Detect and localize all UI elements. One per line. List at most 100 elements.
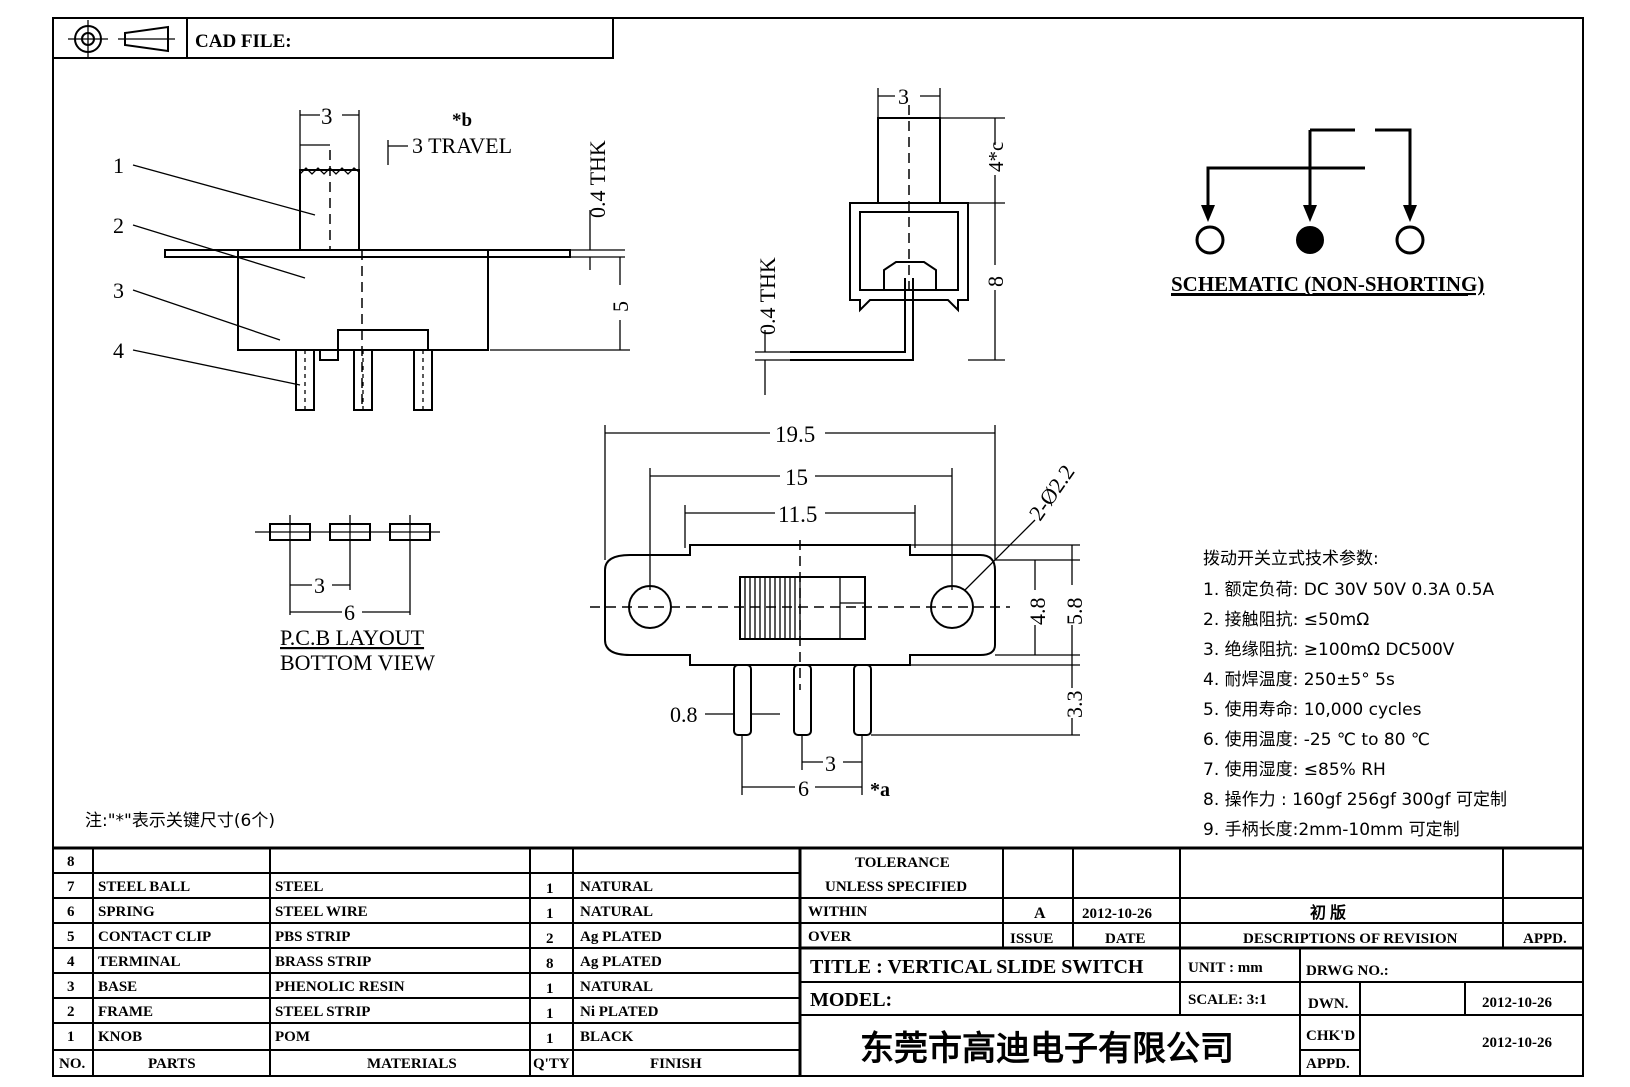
over-label: OVER <box>808 929 852 945</box>
col-issue: ISSUE <box>1010 931 1053 947</box>
end-view: 3 4*c 8 0.4 THK <box>755 84 1008 395</box>
bom-cell: STEEL <box>275 879 323 895</box>
bom-header: Q'TY <box>533 1056 570 1072</box>
checked-date: 2012-10-26 <box>1482 1035 1552 1051</box>
callout-1: 1 <box>113 153 124 178</box>
bom-cell: NATURAL <box>580 879 653 895</box>
bom-cell: 7 <box>67 879 75 895</box>
side-thk: 0.4 THK <box>585 140 610 218</box>
bom-cell: 2 <box>67 1004 75 1020</box>
knob-hatch <box>744 577 801 639</box>
bom-cell: 8 <box>546 956 554 972</box>
spec-item: 5. 使用寿命: 10,000 cycles <box>1203 699 1422 720</box>
front-dim-pin-w: 0.8 <box>670 702 698 727</box>
pcb-label: P.C.B LAYOUT <box>280 625 425 650</box>
tolerance-label: TOLERANCE <box>855 855 950 871</box>
bom-cell: 5 <box>67 929 75 945</box>
bom-cell: Ni PLATED <box>580 1004 659 1020</box>
unless-specified-label: UNLESS SPECIFIED <box>825 879 967 895</box>
bom-cell: 8 <box>67 854 75 870</box>
bom-cell: BRASS STRIP <box>275 954 371 970</box>
spec-item: 3. 绝缘阻抗: ≥100mΩ DC500V <box>1203 640 1455 660</box>
bom-cell: PHENOLIC RESIN <box>275 979 405 995</box>
front-dim-overall: 19.5 <box>775 422 815 447</box>
checked-label: CHK'D <box>1306 1028 1355 1044</box>
bom-cell: Ag PLATED <box>580 929 662 945</box>
bom-cell: 1 <box>546 906 554 922</box>
schematic-label: SCHEMATIC (NON-SHORTING) <box>1171 272 1484 296</box>
drawing-number-label: DRWG NO.: <box>1306 963 1389 979</box>
bom-cell: BLACK <box>580 1029 634 1045</box>
sheet-border <box>52 17 1584 1077</box>
pcb-dim-span: 6 <box>344 600 355 625</box>
rev-date: 2012-10-26 <box>1082 906 1152 922</box>
spec-list: 拨动开关立式技术参数: 1. 额定负荷: DC 30V 50V 0.3A 0.5… <box>1203 549 1507 840</box>
scale-label: SCALE: 3:1 <box>1188 992 1267 1008</box>
front-dim-hole-dia: 2-Ø2.2 <box>1024 460 1080 525</box>
terminal-common-icon <box>1296 226 1324 254</box>
front-dim-pin-len: 3.3 <box>1062 691 1087 719</box>
title-block: TOLERANCE UNLESS SPECIFIED WITHIN OVER A… <box>800 848 1583 1076</box>
side-dim-b: *b <box>452 110 472 131</box>
front-key-a: *a <box>870 779 890 801</box>
front-dim-pitch: 3 <box>825 751 836 776</box>
col-description: DESCRIPTIONS OF REVISION <box>1243 931 1458 947</box>
bom-cell: TERMINAL <box>98 954 181 970</box>
bom-cell: BASE <box>98 979 137 995</box>
bom-cell: 4 <box>67 954 75 970</box>
bom-cell: POM <box>275 1029 310 1045</box>
bom-cell: NATURAL <box>580 904 653 920</box>
bom-cell: FRAME <box>98 1004 153 1020</box>
projection-symbol-icon <box>68 20 175 58</box>
bom-cell: STEEL BALL <box>98 879 190 895</box>
front-dim-span: 6 <box>798 776 809 801</box>
bom-cell: 6 <box>67 904 75 920</box>
dwn-label: DWN. <box>1308 996 1349 1012</box>
callout-2: 2 <box>113 213 124 238</box>
unit-label: UNIT : mm <box>1188 960 1263 976</box>
bom-cell: KNOB <box>98 1029 142 1045</box>
front-dim-h2: 5.8 <box>1062 598 1087 626</box>
spec-item: 8. 操作力 : 160gf 256gf 300gf 可定制 <box>1203 790 1507 810</box>
cad-file-label: CAD FILE: <box>195 31 292 52</box>
bom-cell: 3 <box>67 979 75 995</box>
bom-cell: STEEL STRIP <box>275 1004 370 1020</box>
terminal-open-icon <box>1395 225 1425 255</box>
end-thk: 0.4 THK <box>755 257 780 335</box>
bom-cell: CONTACT CLIP <box>98 929 211 945</box>
within-label: WITHIN <box>808 904 867 920</box>
side-dim-height: 5 <box>608 301 633 312</box>
end-dim-c: 4*c <box>984 142 1008 172</box>
pcb-layout: 3 6 P.C.B LAYOUT BOTTOM VIEW <box>255 515 440 675</box>
bom-cell: NATURAL <box>580 979 653 995</box>
front-dim-h1: 4.8 <box>1025 598 1050 626</box>
spec-title: 拨动开关立式技术参数: <box>1203 549 1379 569</box>
col-date: DATE <box>1105 931 1146 947</box>
bom-cell: STEEL WIRE <box>275 904 368 920</box>
model-label: MODEL: <box>810 989 892 1011</box>
col-appd: APPD. <box>1523 931 1567 947</box>
bom-cell: 1 <box>546 1006 554 1022</box>
key-dimension-note: 注:"*"表示关键尺寸(6个) <box>85 811 275 831</box>
bottom-view-label: BOTTOM VIEW <box>280 650 435 675</box>
front-dim-inner: 11.5 <box>778 502 817 527</box>
company-name: 东莞市高迪电子有限公司 <box>860 1029 1234 1069</box>
bom-cell: 1 <box>546 1031 554 1047</box>
bom-cell: Ag PLATED <box>580 954 662 970</box>
callout-3: 3 <box>113 278 124 303</box>
side-view: 3 *b 3 TRAVEL 1 2 3 4 0.4 THK 5 <box>113 104 633 411</box>
end-dim-width: 3 <box>898 84 909 109</box>
approved-label: APPD. <box>1306 1056 1350 1072</box>
bom-cell: PBS STRIP <box>275 929 350 945</box>
bom-cell: 1 <box>546 981 554 997</box>
bom-header: FINISH <box>650 1056 702 1072</box>
side-dim-width: 3 <box>321 104 333 129</box>
bom-header: MATERIALS <box>367 1056 457 1072</box>
front-view: 19.5 15 11.5 2-Ø2.2 4.8 5.8 3.3 0.8 <box>590 422 1087 801</box>
terminal-open-icon <box>1195 225 1225 255</box>
bom-header: PARTS <box>148 1056 196 1072</box>
spec-item: 4. 耐焊温度: 250±5° 5s <box>1203 670 1395 690</box>
end-dim-height: 8 <box>983 276 1008 287</box>
front-dim-holes: 15 <box>785 465 808 490</box>
